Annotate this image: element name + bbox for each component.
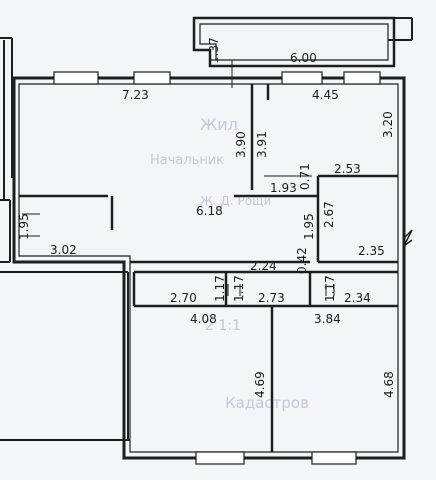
label-wall-a: 3.90 — [234, 131, 248, 158]
label-left-bottom-width: 3.02 — [50, 243, 77, 257]
stamp-line-1: Жил — [200, 115, 238, 134]
label-bottom-left-height: 4.69 — [253, 371, 267, 398]
label-wc-height-a: 1.17 — [213, 275, 227, 302]
label-bath-width: 2.35 — [358, 244, 385, 258]
stamp-line-4: 2 1:1 — [205, 318, 241, 334]
label-wall-b: 3.91 — [255, 131, 269, 158]
label-corridor-width-2: 2.24 — [250, 259, 277, 273]
label-middle-height: 1.17 — [323, 275, 337, 302]
window-top-3 — [281, 71, 323, 85]
windows — [53, 71, 381, 465]
label-left-height: 1.95 — [17, 213, 31, 240]
stamp-line-2: Начальник — [150, 153, 224, 168]
window-top-4 — [343, 71, 381, 85]
label-middle-width: 2.73 — [258, 291, 285, 305]
label-hall-area: 6.18 — [196, 204, 223, 218]
window-top-1 — [53, 71, 99, 85]
stamp-line-3: Ж. Д. Рощи — [200, 194, 271, 208]
label-left-top-width: 7.23 — [122, 88, 149, 102]
label-corridor-width: 2.53 — [334, 162, 361, 176]
label-right-width-2: 2.34 — [344, 291, 371, 305]
label-right-height: 3.20 — [381, 111, 395, 138]
label-balcony-height: 1.37 — [207, 37, 221, 64]
label-right-top-width: 4.45 — [312, 88, 339, 102]
interior-walls — [19, 84, 398, 452]
neighbor-walls — [0, 37, 130, 441]
dimension-marks — [22, 60, 335, 296]
window-bottom-2 — [311, 451, 357, 465]
stamp-line-5: Кадастров — [225, 394, 309, 412]
faded-stamp: Жил Начальник Ж. Д. Рощи 2 1:1 Кадастров — [150, 115, 309, 412]
label-wc-height-b: 1.17 — [232, 275, 246, 302]
label-bottom-right-height: 4.68 — [382, 371, 396, 398]
label-hall-h-a: 2.67 — [322, 201, 336, 228]
label-corridor-gap: 0.42 — [295, 247, 309, 274]
label-hall-h-b: 1.95 — [302, 213, 316, 240]
break-mark — [403, 229, 413, 247]
label-small-height: 0.71 — [298, 163, 312, 190]
window-bottom-1 — [195, 451, 245, 465]
measurement-labels: 1.37 6.00 7.23 4.45 3.90 3.91 3.20 2.53 … — [17, 37, 396, 398]
label-wc-width: 2.70 — [170, 291, 197, 305]
label-balcony-width: 6.00 — [290, 51, 317, 65]
balcony — [192, 16, 413, 68]
label-small-width: 1.93 — [270, 181, 297, 195]
exterior-walls — [12, 76, 406, 460]
window-top-2 — [133, 71, 171, 85]
label-bottom-left-width: 4.08 — [190, 312, 217, 326]
label-bottom-right-width: 3.84 — [314, 312, 341, 326]
